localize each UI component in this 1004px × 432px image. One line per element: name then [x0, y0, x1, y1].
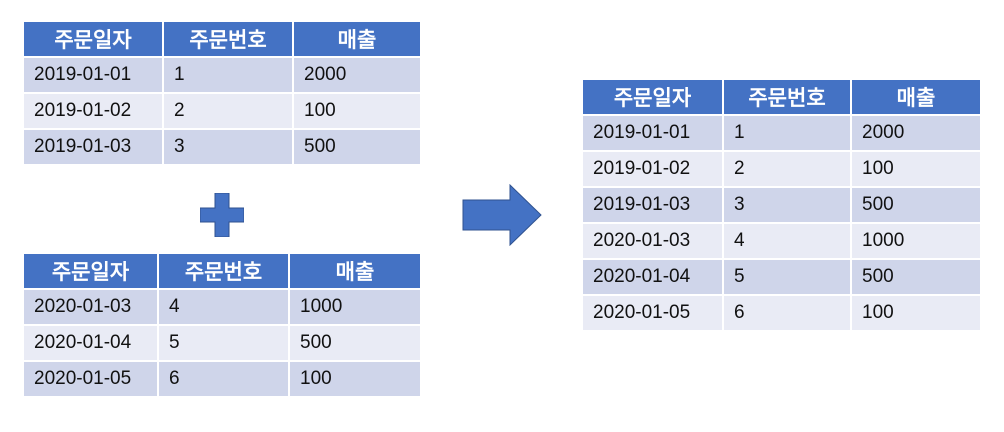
cell-order-date: 2019-01-02 [581, 150, 724, 188]
cell-order-date: 2020-01-03 [22, 288, 159, 326]
cell-order-number: 6 [157, 360, 290, 398]
cell-order-number: 5 [722, 258, 852, 296]
table-header: 주문일자 주문번호 매출 [581, 78, 982, 116]
cell-order-date: 2019-01-02 [22, 92, 164, 130]
cell-order-date: 2020-01-05 [22, 360, 159, 398]
cell-order-date: 2020-01-04 [22, 324, 159, 362]
cell-order-number: 2 [162, 92, 294, 130]
header-order-date: 주문일자 [22, 252, 159, 290]
cell-sales: 100 [288, 360, 422, 398]
header-sales: 매출 [850, 78, 982, 116]
cell-order-number: 1 [722, 114, 852, 152]
header-order-number: 주문번호 [157, 252, 290, 290]
header-sales: 매출 [292, 20, 422, 58]
cell-sales: 500 [850, 186, 982, 224]
header-order-date: 주문일자 [581, 78, 724, 116]
cell-order-number: 6 [722, 294, 852, 332]
header-order-number: 주문번호 [162, 20, 294, 58]
cell-order-date: 2020-01-04 [581, 258, 724, 296]
cell-order-number: 4 [157, 288, 290, 326]
header-order-date: 주문일자 [22, 20, 164, 58]
cell-order-date: 2019-01-03 [22, 128, 164, 166]
header-order-number: 주문번호 [722, 78, 852, 116]
plus-icon [200, 193, 244, 237]
header-sales: 매출 [288, 252, 422, 290]
cell-order-number: 2 [722, 150, 852, 188]
cell-sales: 1000 [850, 222, 982, 260]
cell-order-date: 2019-01-01 [22, 56, 164, 94]
cell-sales: 100 [850, 150, 982, 188]
cell-order-date: 2020-01-05 [581, 294, 724, 332]
cell-order-date: 2019-01-03 [581, 186, 724, 224]
cell-order-number: 5 [157, 324, 290, 362]
cell-order-number: 3 [162, 128, 294, 166]
cell-sales: 1000 [288, 288, 422, 326]
cell-sales: 2000 [292, 56, 422, 94]
cell-sales: 500 [288, 324, 422, 362]
table-header: 주문일자 주문번호 매출 [22, 20, 422, 58]
cell-order-number: 1 [162, 56, 294, 94]
table-header: 주문일자 주문번호 매출 [22, 252, 422, 290]
cell-sales: 100 [292, 92, 422, 130]
cell-sales: 100 [850, 294, 982, 332]
right-arrow-icon [462, 184, 542, 246]
cell-order-number: 3 [722, 186, 852, 224]
cell-order-number: 4 [722, 222, 852, 260]
cell-sales: 500 [292, 128, 422, 166]
cell-sales: 500 [850, 258, 982, 296]
cell-order-date: 2020-01-03 [581, 222, 724, 260]
cell-sales: 2000 [850, 114, 982, 152]
cell-order-date: 2019-01-01 [581, 114, 724, 152]
